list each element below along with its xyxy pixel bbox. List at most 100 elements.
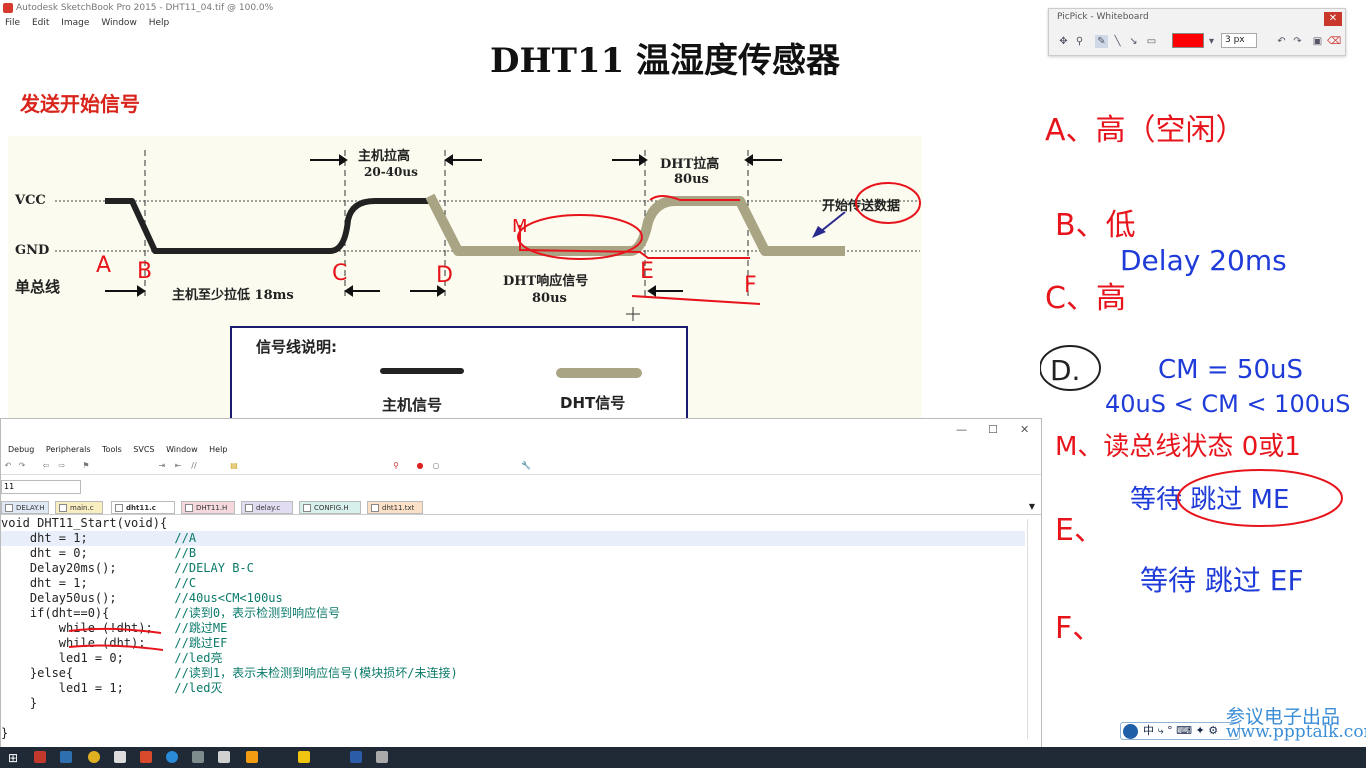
code-line[interactable]: } xyxy=(1,726,1025,741)
note-b: B、低 xyxy=(1055,208,1136,243)
tab-dht11-txt[interactable]: dht11.txt xyxy=(367,501,423,514)
code-line[interactable]: dht = 1; //A xyxy=(1,531,1025,546)
windows-taskbar: ⊞ xyxy=(0,747,1366,768)
zoom-tool-icon[interactable]: ⚲ xyxy=(1075,36,1084,47)
code-line[interactable]: } xyxy=(1,696,1025,711)
maximize-button[interactable]: ☐ xyxy=(988,423,998,436)
taskbar-app-word-icon[interactable] xyxy=(350,751,362,763)
line-tool-icon[interactable]: ╲ xyxy=(1114,36,1121,47)
picpick-close-button[interactable]: ✕ xyxy=(1324,12,1342,26)
open-file-icon[interactable]: ▤ xyxy=(230,461,238,470)
pen-color-swatch[interactable] xyxy=(1172,33,1204,48)
code-line[interactable]: Delay20ms(); //DELAY B-C xyxy=(1,561,1025,576)
ide-menu-help[interactable]: Help xyxy=(209,445,228,454)
menu-edit[interactable]: Edit xyxy=(31,18,50,28)
taskbar-app-explorer-icon[interactable] xyxy=(192,751,204,763)
pen-size-field[interactable]: 3 px xyxy=(1221,33,1257,48)
note-m: M、读总线状态 0或1 xyxy=(1055,432,1301,462)
tab-main-c[interactable]: main.c xyxy=(55,501,103,514)
tab-dht11-c[interactable]: dht11.c xyxy=(111,501,175,514)
taskbar-app-wps-icon[interactable] xyxy=(34,751,46,763)
taskbar-app-ie-icon[interactable] xyxy=(166,751,178,763)
color-dropdown-icon[interactable]: ▾ xyxy=(1208,36,1215,47)
bookmark-icon[interactable]: ⚑ xyxy=(82,461,90,470)
code-text: led1 = 0; xyxy=(1,651,175,665)
settings-icon[interactable]: 🔧 xyxy=(521,461,531,470)
note-a: A、高（空闲） xyxy=(1045,113,1246,148)
sketchbook-logo-icon xyxy=(3,3,13,13)
ide-menu-debug[interactable]: Debug xyxy=(8,445,35,454)
code-line[interactable]: if(dht==0){ //读到0，表示检测到响应信号 xyxy=(1,606,1025,621)
undo-icon[interactable]: ↶ xyxy=(1277,36,1286,47)
code-comment: //跳过EF xyxy=(174,636,228,650)
code-line[interactable]: }else{ //读到1，表示未检测到响应信号(模块损坏/未连接) xyxy=(1,666,1025,681)
taskbar-app-folder-icon[interactable] xyxy=(298,751,310,763)
move-tool-icon[interactable]: ✥ xyxy=(1059,36,1068,47)
taskbar-app-misc-icon[interactable] xyxy=(376,751,388,763)
menu-image[interactable]: Image xyxy=(61,18,90,28)
code-text: void DHT11_Start(void){ xyxy=(1,516,168,530)
undo-icon[interactable]: ↶ xyxy=(4,461,12,470)
unindent-icon[interactable]: ⇤ xyxy=(174,461,182,470)
file-icon xyxy=(5,504,13,512)
save-icon[interactable]: ▣ xyxy=(1312,36,1323,47)
code-line[interactable]: dht = 0; //B xyxy=(1,546,1025,561)
legend-host-label: 主机信号 xyxy=(382,396,443,414)
taskbar-app-picpick-icon[interactable] xyxy=(218,751,230,763)
ide-menu-peripherals[interactable]: Peripherals xyxy=(45,445,91,454)
high-trace xyxy=(649,195,740,201)
note-cm1: CM = 50uS xyxy=(1158,355,1303,385)
code-line[interactable]: led1 = 1; //led灭 xyxy=(1,681,1025,696)
pen-tool-icon[interactable]: ✎ xyxy=(1095,35,1108,48)
tab-dropdown-icon[interactable]: ▼ xyxy=(1028,502,1036,511)
forward-icon[interactable]: ⇨ xyxy=(58,461,66,470)
taskbar-app-pen-icon[interactable] xyxy=(246,751,258,763)
tab-delay-c[interactable]: delay.c xyxy=(241,501,293,514)
dht-high-time: 80us xyxy=(674,172,709,187)
find-icon[interactable]: ⚲ xyxy=(393,461,399,470)
breakpoint-icon[interactable]: ● xyxy=(416,461,424,470)
code-line[interactable]: dht = 1; //C xyxy=(1,576,1025,591)
code-line[interactable]: void DHT11_Start(void){ xyxy=(1,516,1025,531)
taskbar-app-keil-icon[interactable] xyxy=(60,751,72,763)
code-line[interactable]: while (dht); //跳过EF xyxy=(1,636,1025,651)
redo-icon[interactable]: ↷ xyxy=(1293,36,1302,47)
target-select[interactable]: 11 xyxy=(1,480,81,494)
taskbar-app-calc-icon[interactable] xyxy=(114,751,126,763)
close-button[interactable]: ✕ xyxy=(1020,423,1030,436)
menu-help[interactable]: Help xyxy=(148,18,170,28)
tab-config-h[interactable]: CONFIG.H xyxy=(299,501,361,514)
editor-scrollbar[interactable] xyxy=(1027,519,1037,739)
menu-window[interactable]: Window xyxy=(101,18,137,28)
app-menubar: File Edit Image Window Help xyxy=(0,16,1040,31)
windows-start-icon[interactable]: ⊞ xyxy=(8,751,19,765)
host-high-label: 主机拉高 xyxy=(358,149,411,164)
back-icon[interactable]: ⇦ xyxy=(42,461,50,470)
code-line[interactable]: Delay50us(); //40us<CM<100us xyxy=(1,591,1025,606)
pen-annotations: A B C D E F M xyxy=(96,182,921,321)
comment-icon[interactable]: // xyxy=(191,461,197,470)
minimize-button[interactable]: — xyxy=(956,423,967,436)
tab-delay-h[interactable]: DELAY.H xyxy=(1,501,49,514)
indent-icon[interactable]: ⇥ xyxy=(158,461,166,470)
redo-icon[interactable]: ↷ xyxy=(18,461,26,470)
code-text: } xyxy=(1,696,38,710)
code-comment: //DELAY B-C xyxy=(174,561,254,575)
code-comment: //led亮 xyxy=(174,651,223,665)
ide-menu-tools[interactable]: Tools xyxy=(102,445,122,454)
eraser-icon[interactable]: ⌫ xyxy=(1327,36,1342,47)
ide-menu-svcs[interactable]: SVCS xyxy=(133,445,155,454)
arrow-tool-icon[interactable]: ↘ xyxy=(1129,36,1138,47)
code-line[interactable]: led1 = 0; //led亮 xyxy=(1,651,1025,666)
tab-dht11-h[interactable]: DHT11.H xyxy=(181,501,235,514)
disable-breakpoint-icon[interactable]: ○ xyxy=(432,461,440,470)
code-comment: //C xyxy=(174,576,197,590)
menu-file[interactable]: File xyxy=(5,18,21,28)
ime-toolbar[interactable]: 中 ⤷ ° ⌨ ✦ ⚙ xyxy=(1120,722,1240,740)
rectangle-tool-icon[interactable]: ▭ xyxy=(1146,36,1157,47)
taskbar-app-chrome-icon[interactable] xyxy=(88,751,100,763)
code-text: }else{ xyxy=(1,666,175,680)
taskbar-app-sketchbook-icon[interactable] xyxy=(140,751,152,763)
ide-menu-window[interactable]: Window xyxy=(166,445,198,454)
code-text: } xyxy=(1,726,9,740)
